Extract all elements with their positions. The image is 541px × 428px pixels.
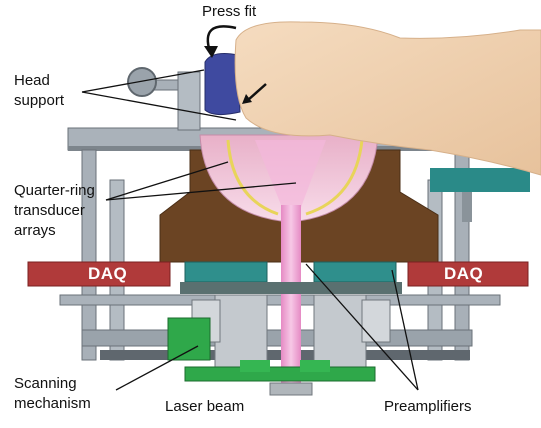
right-rest [430, 168, 530, 192]
label-scanning-2: mechanism [14, 395, 91, 413]
frame-lower-bar [60, 295, 500, 305]
label-daq-right: DAQ [444, 264, 483, 284]
label-daq-left: DAQ [88, 264, 127, 284]
label-head-support-1: Head [14, 72, 50, 90]
label-head-support-2: support [14, 92, 64, 110]
laser-exit-foot [270, 383, 312, 395]
scanner-green-left [240, 360, 270, 372]
scanner-mount-right [314, 295, 366, 367]
head-support-post [178, 72, 200, 130]
right-rest-post [462, 192, 472, 222]
label-quarter-ring-3: arrays [14, 222, 56, 240]
laser-beam-column [281, 205, 301, 390]
preamp-base [180, 282, 402, 294]
scanner-mount-left [215, 295, 267, 367]
label-laser-beam: Laser beam [165, 398, 244, 416]
scanner-green-block [168, 318, 210, 360]
label-preamplifiers: Preamplifiers [384, 398, 472, 416]
adjust-knob [128, 68, 156, 96]
label-press-fit: Press fit [202, 3, 256, 21]
label-quarter-ring-2: transducer [14, 202, 85, 220]
frame-bottom-rail [82, 330, 472, 346]
preamp-bank-left [185, 262, 267, 282]
label-scanning-1: Scanning [14, 375, 77, 393]
scanner-plate-right [362, 300, 390, 342]
preamp-bank-right [314, 262, 396, 282]
label-quarter-ring-1: Quarter-ring [14, 182, 95, 200]
scanner-green-base [185, 367, 375, 381]
scanner-green-right [300, 360, 330, 372]
